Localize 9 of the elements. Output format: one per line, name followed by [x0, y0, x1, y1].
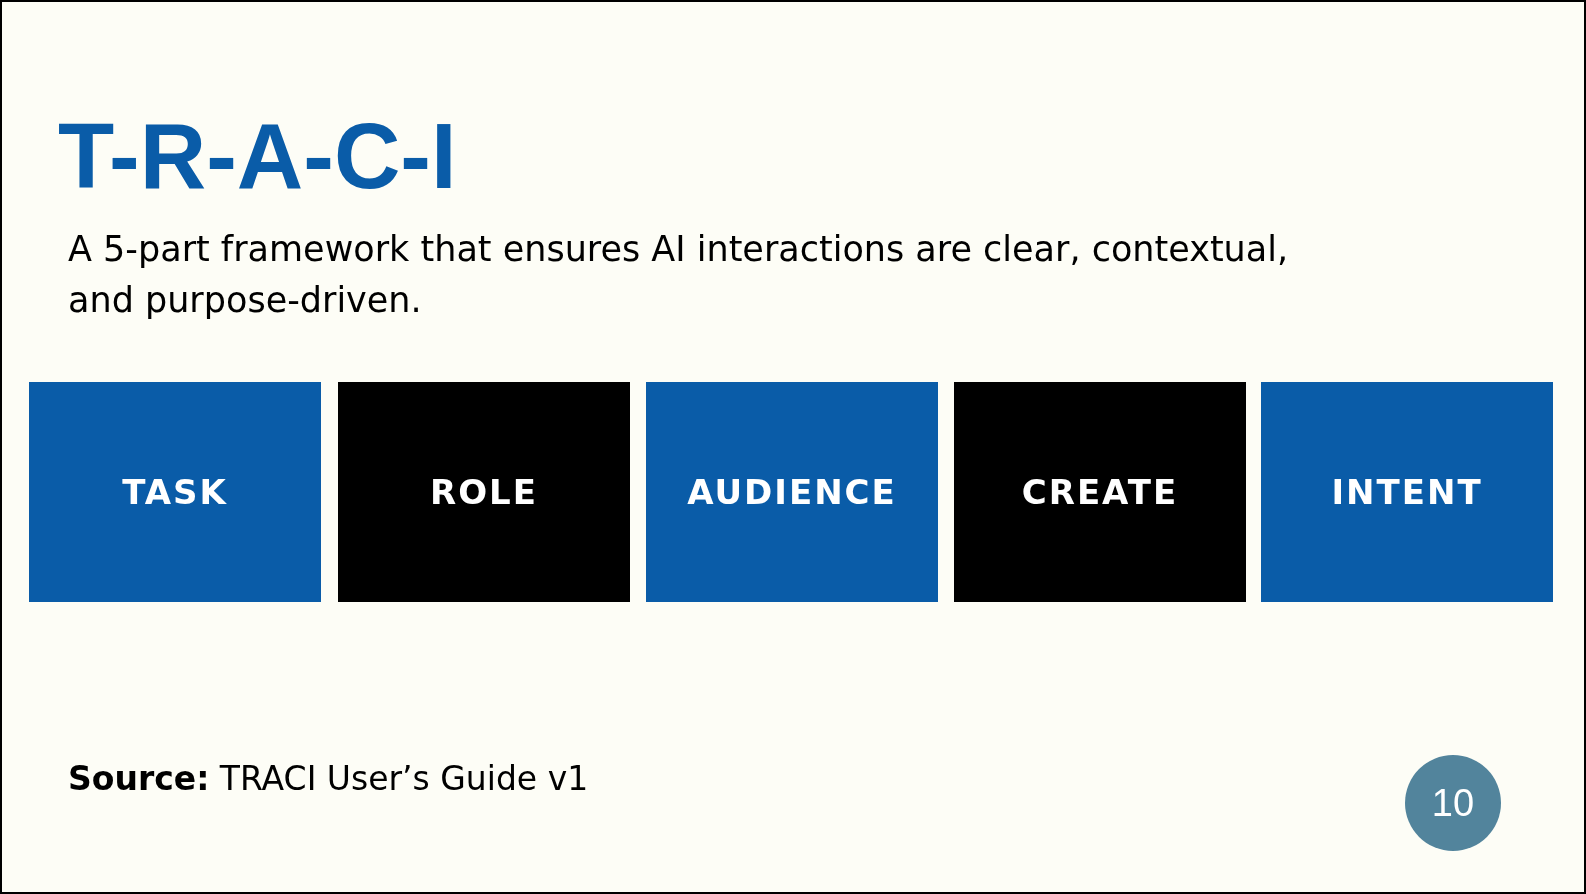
slide-title: T-R-A-C-I: [58, 110, 457, 202]
category-box: CREATE: [954, 382, 1246, 602]
source-note: Source: TRACI User’s Guide v1: [68, 759, 590, 799]
page-number-badge: 10: [1405, 755, 1501, 851]
category-box: AUDIENCE: [646, 382, 938, 602]
subtitle-text: A 5-part framework that ensures AI interactions are clear, contextual, and purpose-driven.: [68, 228, 1290, 322]
category-box: TASK: [29, 382, 321, 602]
category-box: ROLE: [338, 382, 630, 602]
category-box: INTENT: [1261, 382, 1553, 602]
